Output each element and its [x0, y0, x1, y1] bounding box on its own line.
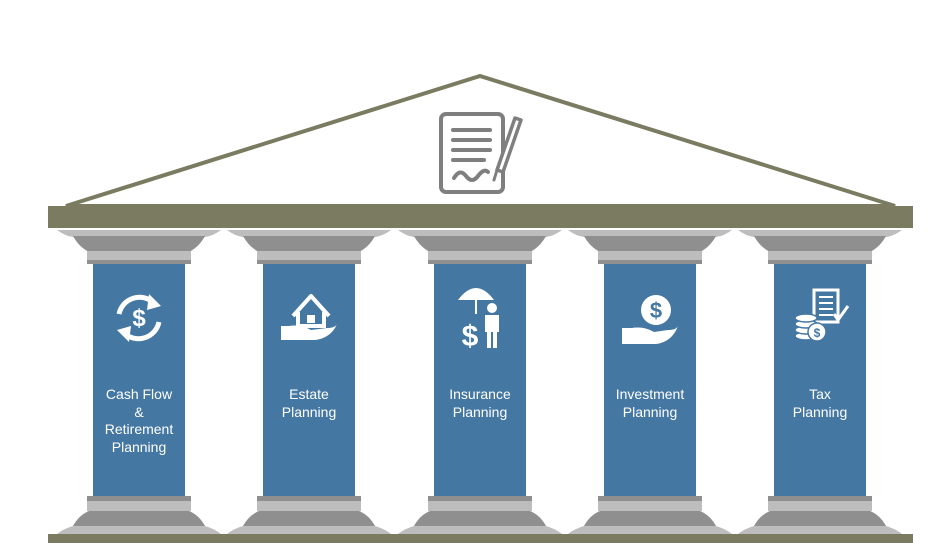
- base-band: [87, 501, 191, 511]
- base-line: [257, 496, 361, 501]
- base-torus: [73, 511, 205, 526]
- pillar: $: [738, 230, 902, 534]
- svg-text:$: $: [650, 298, 662, 323]
- roof-beam: [48, 206, 913, 228]
- svg-text:$: $: [132, 305, 146, 332]
- pillar-label-line: Tax: [809, 386, 831, 402]
- base-line: [87, 496, 191, 501]
- capital-cap: [227, 230, 391, 237]
- capital-band: [598, 251, 702, 260]
- capital-cap: [568, 230, 732, 237]
- base-line: [428, 496, 532, 501]
- house-in-hand-icon: [281, 294, 337, 340]
- base-plinth: [398, 526, 562, 534]
- capital-cap: [738, 230, 902, 237]
- base-plinth: [738, 526, 902, 534]
- column-shaft: [774, 264, 866, 497]
- person-umbrella-dollar-icon: $: [458, 288, 499, 353]
- capital-echinus: [754, 236, 886, 252]
- pillar-label-line: &: [134, 403, 144, 420]
- base-band: [428, 501, 532, 511]
- pillar-label-line: Estate: [289, 386, 329, 402]
- base-plinth: [227, 526, 391, 534]
- base-plinth: [568, 526, 732, 534]
- column-shaft: [93, 264, 185, 497]
- svg-text:$: $: [814, 326, 821, 340]
- pillar-label-line: Cash Flow: [105, 386, 173, 402]
- pillar-label-line: Planning: [792, 403, 848, 420]
- capital-band: [768, 251, 872, 260]
- base-line: [768, 496, 872, 501]
- document-signature-icon: [439, 112, 523, 194]
- base-beam: [48, 534, 913, 543]
- capital-line: [768, 260, 872, 264]
- capital-band: [257, 251, 361, 260]
- column-shaft: [434, 264, 526, 497]
- base-torus: [584, 511, 716, 526]
- capital-line: [87, 260, 191, 264]
- pillar-label-line: Investment: [615, 386, 685, 402]
- capital-echinus: [584, 236, 716, 252]
- svg-text:$: $: [462, 320, 479, 353]
- base-band: [768, 501, 872, 511]
- pillar-label-line: Retirement: [104, 421, 174, 437]
- capital-echinus: [414, 236, 546, 252]
- cash-flow-cycle-icon: $: [116, 294, 162, 342]
- tax-document-coins-icon: $: [794, 288, 850, 342]
- pillar-label-line: Planning: [452, 403, 508, 420]
- dollar-coin-in-hand-icon: $: [622, 295, 678, 344]
- base-band: [257, 501, 361, 511]
- capital-echinus: [73, 236, 205, 252]
- capital-line: [598, 260, 702, 264]
- pillar-label-line: Planning: [281, 403, 337, 420]
- pillar: $: [568, 230, 732, 534]
- capital-band: [87, 251, 191, 260]
- column-shaft: [263, 264, 355, 497]
- pillar: $: [398, 230, 562, 534]
- base-line: [598, 496, 702, 501]
- pillar-label-line: Planning: [622, 403, 678, 420]
- pillar: $: [57, 230, 221, 534]
- capital-echinus: [243, 236, 375, 252]
- base-torus: [243, 511, 375, 526]
- base-torus: [754, 511, 886, 526]
- capital-cap: [398, 230, 562, 237]
- base-plinth: [57, 526, 221, 534]
- pillar: [227, 230, 391, 534]
- pillar-label-line: Insurance: [449, 386, 511, 402]
- base-band: [598, 501, 702, 511]
- capital-band: [428, 251, 532, 260]
- pillar-label-line: Planning: [111, 438, 167, 455]
- base-torus: [414, 511, 546, 526]
- capital-line: [428, 260, 532, 264]
- capital-line: [257, 260, 361, 264]
- capital-cap: [57, 230, 221, 237]
